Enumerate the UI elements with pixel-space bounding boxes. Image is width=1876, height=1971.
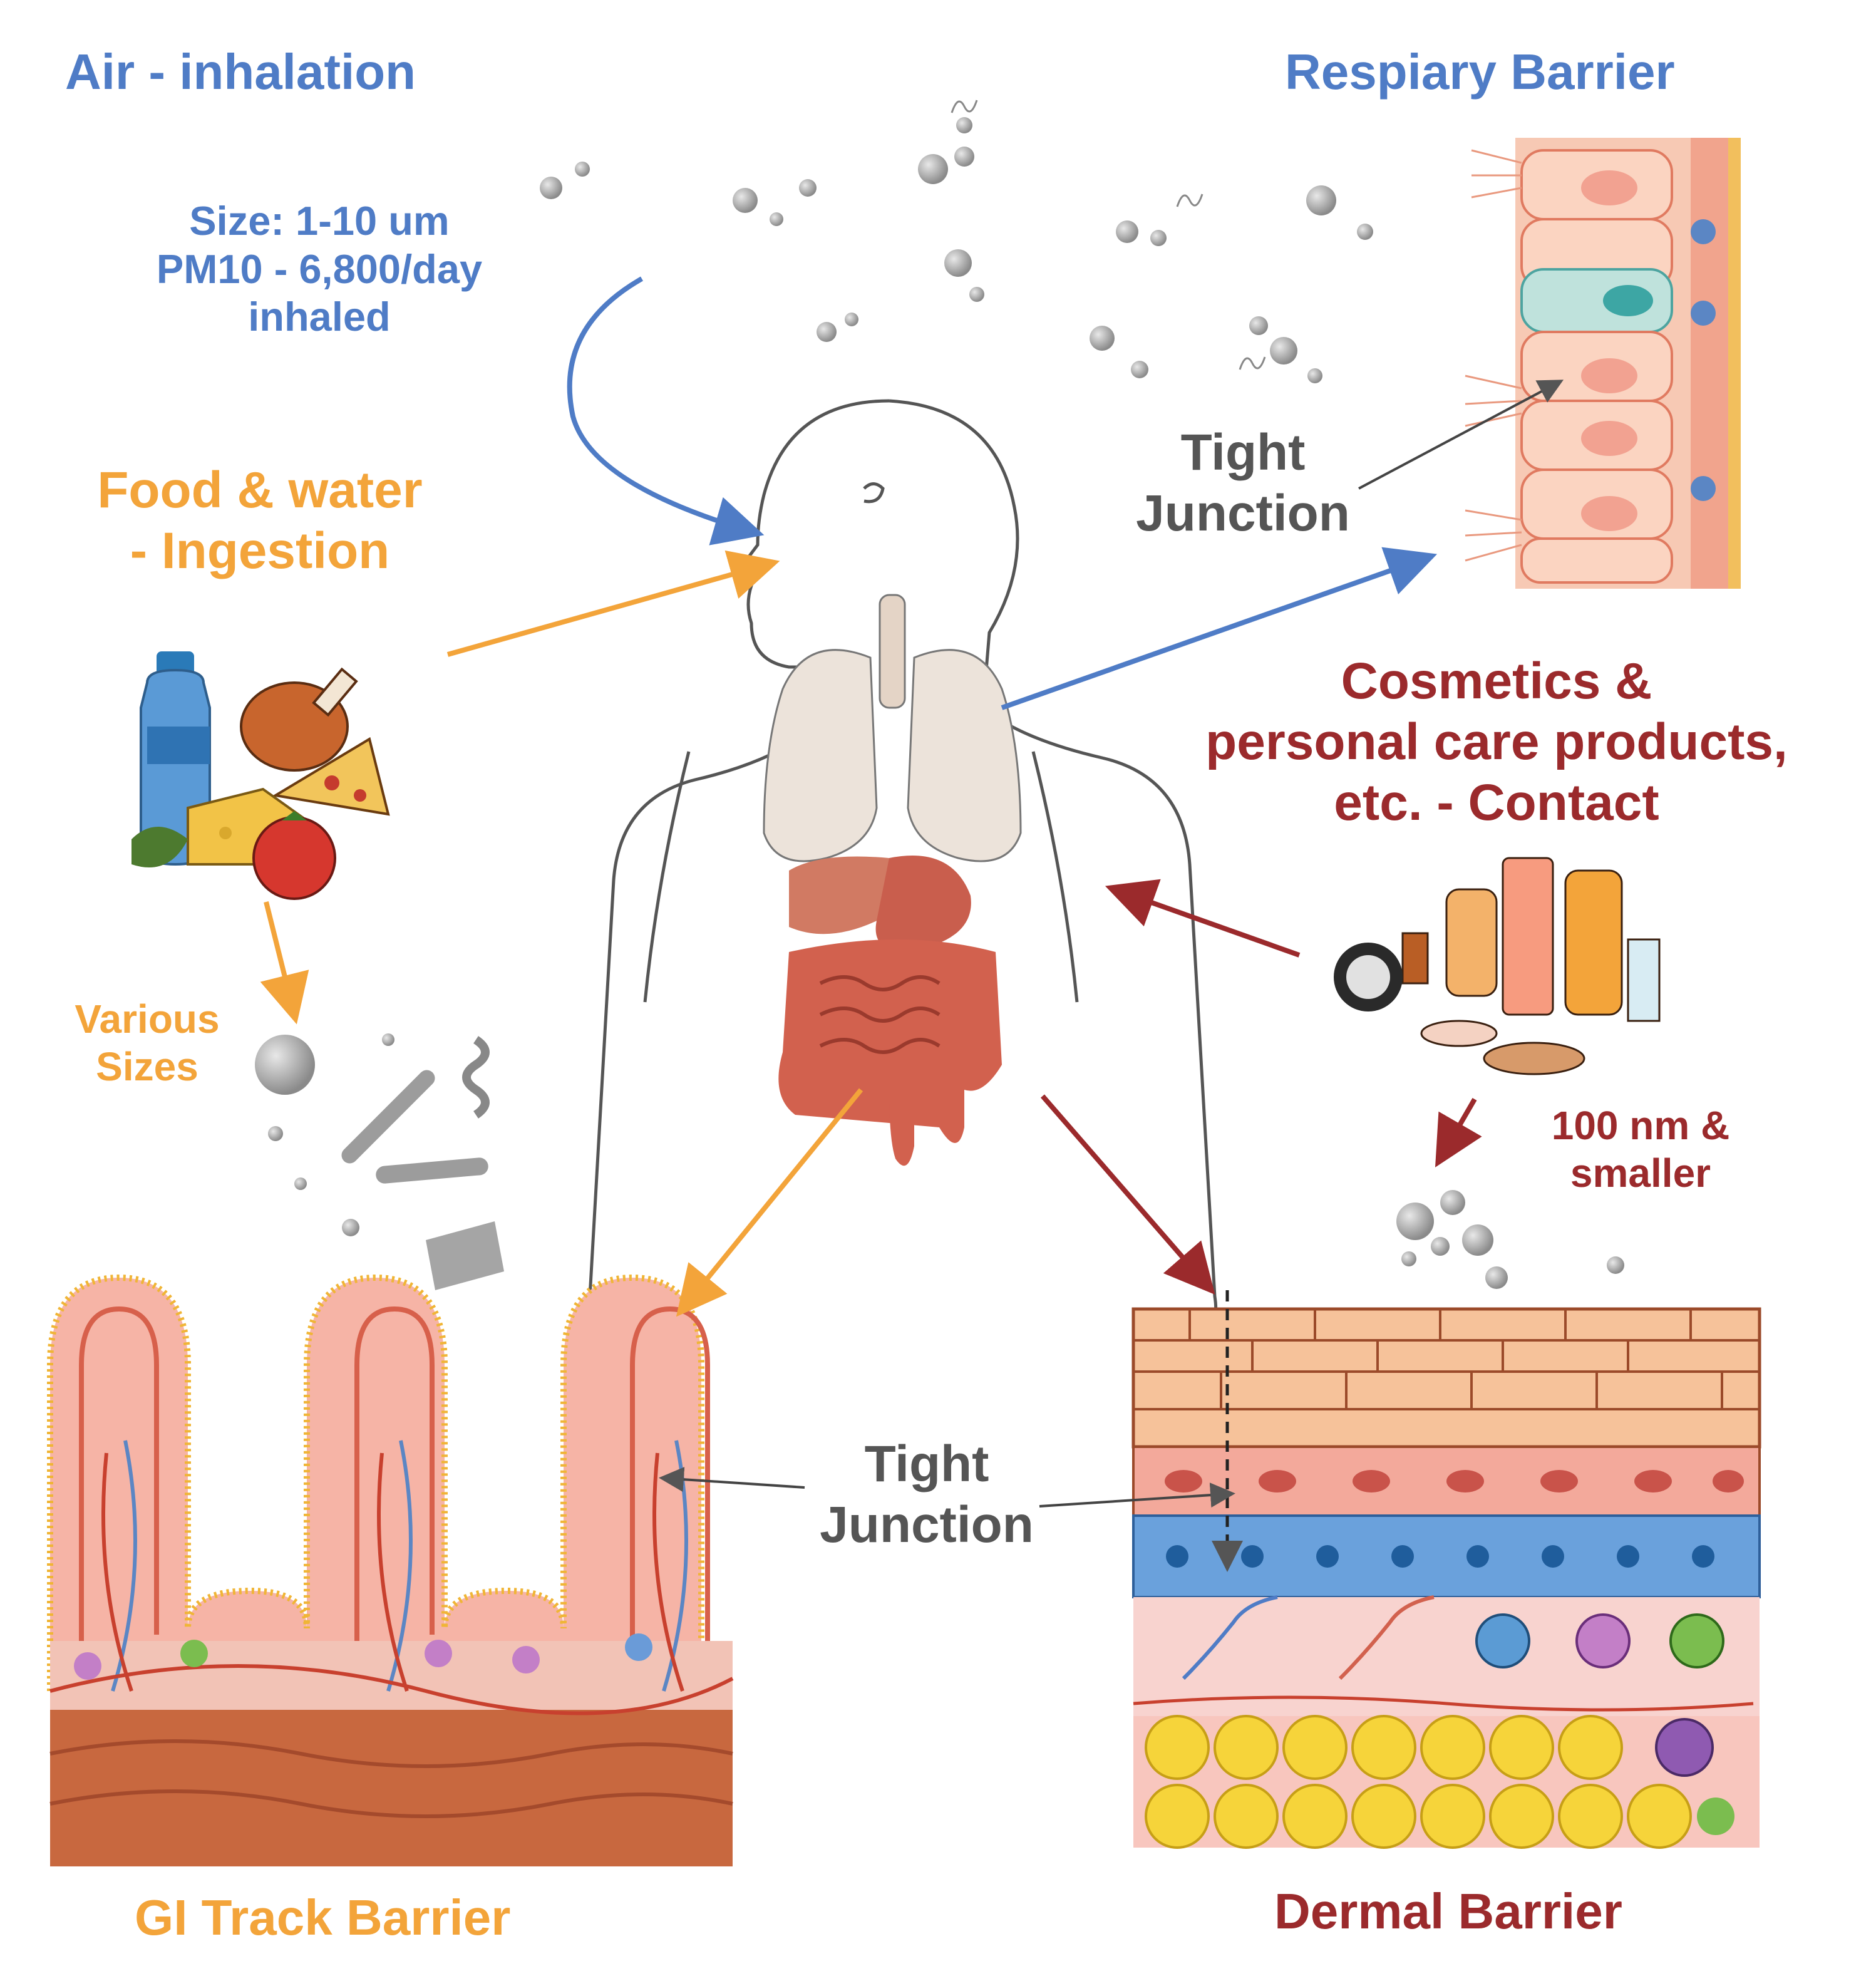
food-to-particles-arrow	[260, 901, 309, 1025]
various-line1: Various	[75, 996, 220, 1042]
respiratory-tight-junction-label: Tight Junction	[1111, 423, 1374, 544]
nano-line1: 100 nm &	[1551, 1103, 1730, 1148]
air-route-detail: Size: 1-10 um PM10 - 6,800/day inhaled	[128, 197, 510, 341]
chicken-leg-icon	[240, 667, 358, 772]
microplastic-particles	[255, 1033, 504, 1290]
nanoparticle-size-label: 100 nm & smaller	[1503, 1102, 1778, 1197]
body-to-dermal-arrow	[1040, 1094, 1215, 1295]
compact-mirror-icon	[1334, 943, 1585, 1075]
gi-tissue	[47, 1274, 734, 1866]
contact-title-line2: personal care products,	[1205, 713, 1788, 770]
dermal-tissue	[1131, 1290, 1761, 1849]
air-route-title: Air - inhalation	[65, 44, 416, 100]
dermal-junction-pointer	[1039, 1482, 1235, 1508]
tomato-icon	[131, 811, 336, 900]
lung-to-respiratory-arrow	[1001, 547, 1438, 710]
contact-arrow	[1105, 879, 1301, 958]
shared-tight-junction-label: Tight Junction	[795, 1434, 1058, 1556]
air-pm10-text: PM10 - 6,800/day	[156, 246, 483, 292]
contact-route-title: Cosmetics & personal care products, etc.…	[1146, 651, 1847, 833]
various-line2: Sizes	[96, 1043, 198, 1089]
contact-title-line1: Cosmetics &	[1341, 653, 1652, 710]
shared-junction-line1: Tight	[864, 1436, 989, 1492]
respiratory-junction-line1: Tight	[1180, 424, 1306, 481]
air-size-text: Size: 1-10 um	[189, 198, 450, 244]
air-inhaled-text: inhaled	[248, 294, 391, 340]
respiratory-junction-pointer	[1358, 380, 1564, 490]
shared-junction-line2: Junction	[820, 1496, 1034, 1553]
ingestion-title-line2: - Ingestion	[130, 522, 390, 579]
nanoparticles	[1396, 1190, 1624, 1289]
contact-title-line3: etc. - Contact	[1334, 773, 1659, 831]
respiratory-junction-line2: Junction	[1136, 484, 1350, 542]
cosmetics-bottles-icon	[1401, 857, 1661, 1047]
pizza-slice-icon	[272, 737, 390, 816]
gi-barrier-title: GI Track Barrier	[135, 1890, 511, 1945]
cosmetics-to-particles-arrow	[1435, 1097, 1482, 1167]
route-arrows	[260, 276, 1564, 1508]
lungs-icon	[763, 594, 1022, 862]
respiratory-barrier-title: Respiary Barrier	[1285, 44, 1675, 100]
inhalation-arrow	[567, 276, 765, 546]
respiratory-tissue	[1465, 138, 1741, 589]
ingestion-title-line1: Food & water	[97, 462, 423, 519]
ingestion-arrow	[446, 550, 780, 657]
dermal-barrier-title: Dermal Barrier	[1274, 1883, 1622, 1939]
airborne-particles	[540, 100, 1373, 383]
ingestion-route-title: Food & water - Ingestion	[56, 460, 463, 582]
stomach-icon	[789, 856, 971, 952]
gi-junction-pointer	[659, 1467, 805, 1492]
nano-line2: smaller	[1570, 1150, 1711, 1196]
gut-to-gi-arrow	[676, 1088, 863, 1317]
intestine-icon	[778, 939, 1002, 1166]
various-sizes-label: Various Sizes	[53, 996, 241, 1090]
